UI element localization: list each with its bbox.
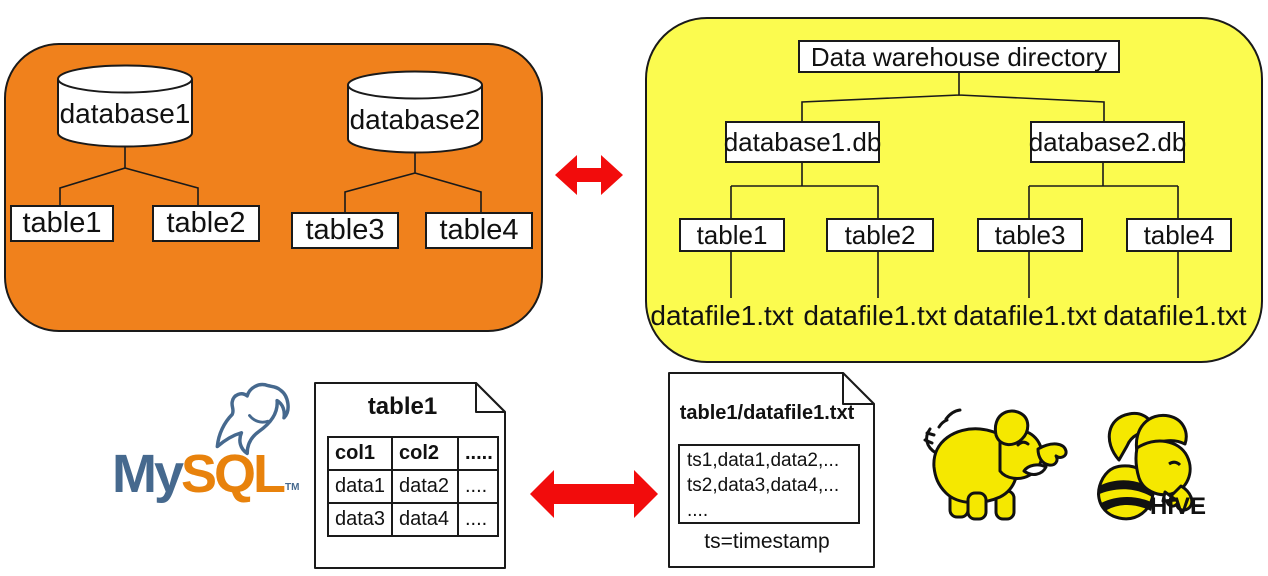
mysql-table3-box: table3 bbox=[291, 212, 399, 249]
warehouse-table1-box: table1 bbox=[679, 218, 785, 252]
file-doc-line: .... bbox=[687, 500, 709, 521]
hive-logo-label: HIVE bbox=[1150, 493, 1207, 520]
warehouse-db2-box: database2.db bbox=[1029, 121, 1186, 163]
warehouse-db1-box: database1.db bbox=[724, 121, 881, 163]
table-header-cell: ..... bbox=[457, 436, 499, 471]
warehouse-table2-box: table2 bbox=[826, 218, 934, 252]
hive-warehouse-panel bbox=[645, 17, 1263, 363]
mysql-table2-box: table2 bbox=[152, 205, 260, 242]
file-doc-content-box: ts1,data1,data2,... ts2,data3,data4,... … bbox=[678, 444, 860, 524]
table-cell: data1 bbox=[327, 469, 393, 504]
warehouse-directory-box: Data warehouse directory bbox=[798, 40, 1120, 73]
database1-label: database1 bbox=[59, 98, 191, 129]
mysql-logo-my: My bbox=[112, 444, 184, 504]
table-row: data3 data4 .... bbox=[327, 502, 499, 537]
datafile-label-4: datafile1.txt bbox=[1103, 300, 1247, 331]
table-cell: data4 bbox=[391, 502, 459, 537]
tree-connector-lines bbox=[59, 73, 1179, 298]
mysql-logo-sql: SQL bbox=[181, 444, 286, 504]
file-doc-line: ts1,data1,data2,... bbox=[687, 450, 840, 471]
mysql-logo-trademark: TM bbox=[285, 482, 300, 493]
table-cell: data3 bbox=[327, 502, 393, 537]
warehouse-table4-box: table4 bbox=[1126, 218, 1232, 252]
table-row: col1 col2 ..... bbox=[327, 436, 499, 471]
datafile-label-3: datafile1.txt bbox=[953, 300, 1097, 331]
file-doc-line: ts2,data3,data4,... bbox=[687, 475, 840, 496]
datafile-label-2: datafile1.txt bbox=[803, 300, 947, 331]
database2-label: database2 bbox=[349, 104, 481, 135]
table-header-cell: col1 bbox=[327, 436, 393, 471]
hadoop-elephant-icon bbox=[923, 408, 1068, 521]
table-cell: .... bbox=[457, 469, 499, 504]
table-cell: .... bbox=[457, 502, 499, 537]
database2-cylinder-icon bbox=[347, 70, 483, 154]
table-cell: data2 bbox=[391, 469, 459, 504]
mysql-table4-box: table4 bbox=[425, 212, 533, 249]
sync-arrow-icon-top bbox=[555, 155, 623, 195]
table-row: data1 data2 .... bbox=[327, 469, 499, 504]
table-doc-title: table1 bbox=[367, 393, 438, 420]
table-header-cell: col2 bbox=[391, 436, 459, 471]
mysql-table1-box: table1 bbox=[10, 205, 114, 242]
table-doc-grid: col1 col2 ..... data1 data2 .... data3 d… bbox=[327, 436, 499, 537]
mysql-dolphin-icon bbox=[215, 382, 290, 456]
datafile-document-icon bbox=[668, 372, 875, 568]
hive-bee-icon bbox=[1097, 411, 1194, 521]
file-doc-title: table1/datafile1.txt bbox=[679, 402, 855, 424]
warehouse-table3-box: table3 bbox=[977, 218, 1083, 252]
database1-cylinder-icon bbox=[57, 64, 193, 148]
datafile-label-1: datafile1.txt bbox=[650, 300, 794, 331]
timestamp-note: ts=timestamp bbox=[704, 530, 830, 553]
sync-arrow-icon-bottom bbox=[530, 470, 658, 518]
